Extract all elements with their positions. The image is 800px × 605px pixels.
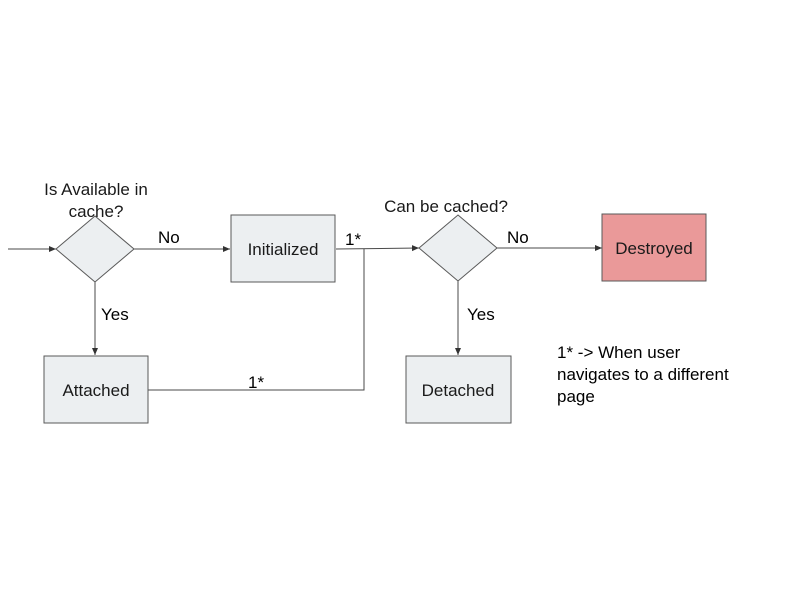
decision-available-label-line1: Is Available in: [44, 180, 148, 199]
state-initialized-label: Initialized: [248, 240, 319, 259]
footnote-line2: navigates to a different: [557, 365, 729, 384]
state-destroyed-label: Destroyed: [615, 239, 692, 258]
state-attached: [43, 355, 149, 424]
decision-cacheable-label: Can be cached?: [384, 197, 508, 216]
state-destroyed: [601, 213, 707, 282]
edge-label-initialized-marker: 1*: [345, 230, 361, 249]
state-detached: [405, 355, 512, 424]
decision-is-available-in-cache: [55, 215, 135, 283]
state-detached-label: Detached: [422, 381, 495, 400]
edge-label-attached-marker: 1*: [248, 373, 264, 392]
decision-can-be-cached: [418, 214, 498, 282]
edge-label-available-yes: Yes: [101, 305, 129, 324]
edge-initialized-to-cacheable: [335, 245, 420, 252]
edge-attached-to-cacheable: [148, 249, 365, 391]
state-attached-label: Attached: [62, 381, 129, 400]
state-initialized: [230, 214, 336, 283]
footnote-line3: page: [557, 387, 595, 406]
footnote-line1: 1* -> When user: [557, 343, 681, 362]
edge-label-available-no: No: [158, 228, 180, 247]
edge-label-cacheable-yes: Yes: [467, 305, 495, 324]
decision-available-label-line2: cache?: [69, 202, 124, 221]
edge-label-cacheable-no: No: [507, 228, 529, 247]
